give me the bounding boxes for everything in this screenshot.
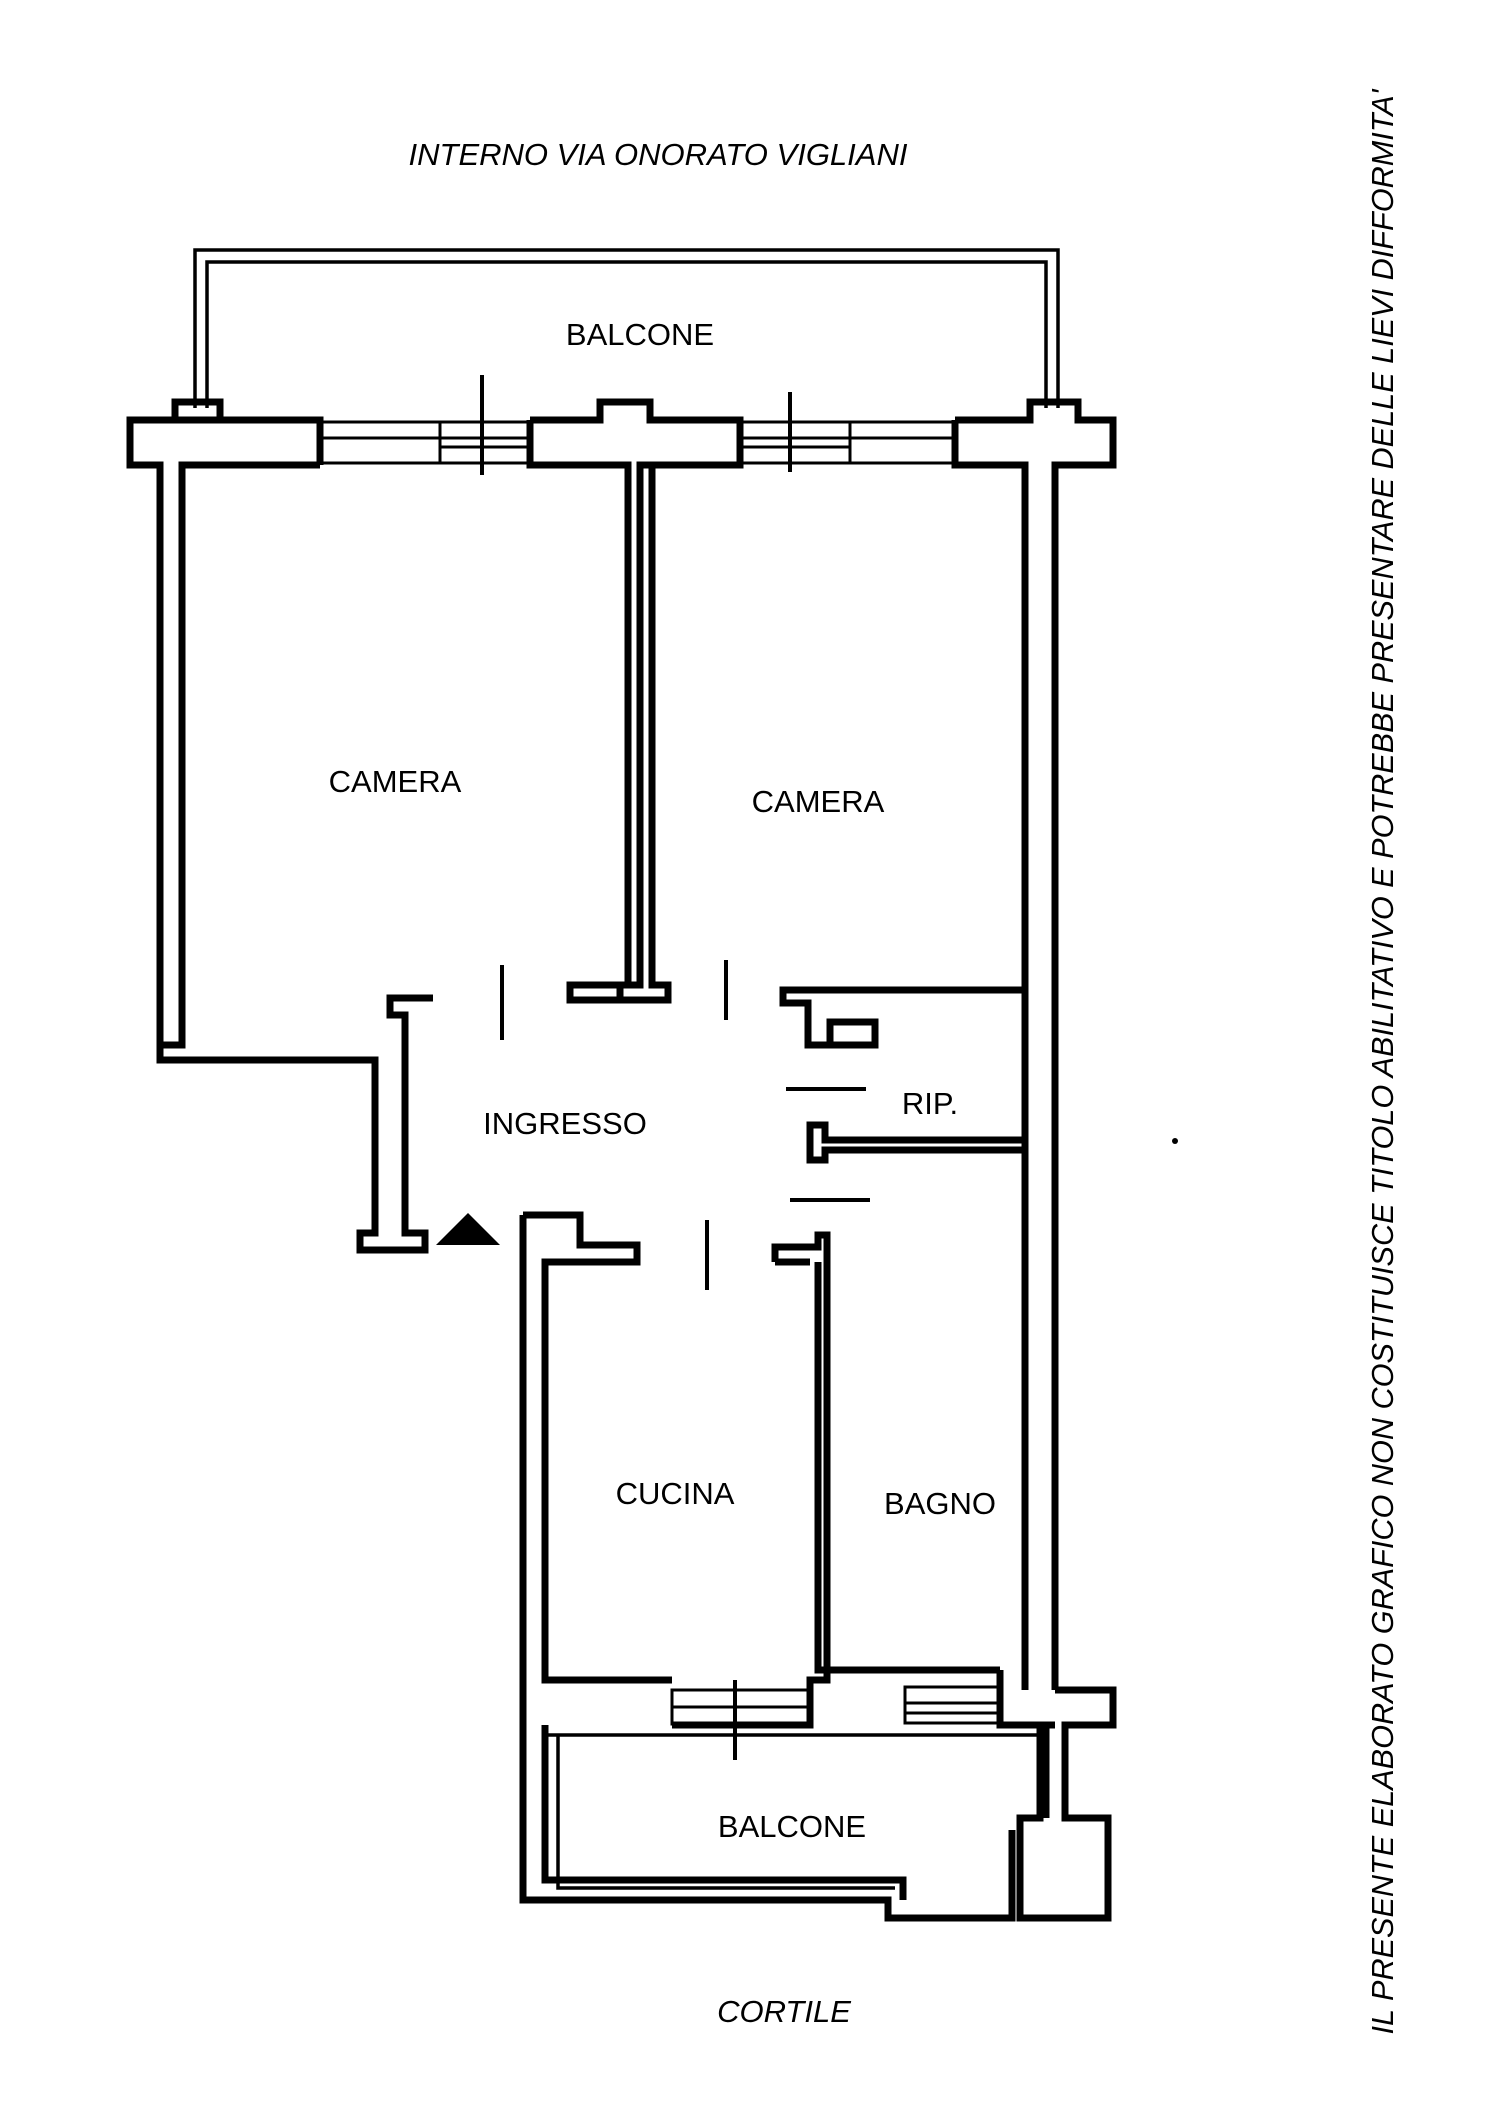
room-label-cucina: CUCINA [616,1476,735,1511]
dot-mark [1172,1138,1178,1144]
room-label-camera-right: CAMERA [752,784,885,819]
room-label-balcone-top: BALCONE [566,317,714,352]
room-label-camera-left: CAMERA [329,764,462,799]
window-bottom-left [670,1680,812,1760]
room-label-rip: RIP. [902,1086,958,1121]
entrance-arrow-icon [436,1213,500,1245]
lower-walls [519,1211,1117,1922]
window-bottom-right [903,1685,1002,1725]
room-label-bagno: BAGNO [884,1486,996,1521]
top-street-label: INTERNO VIA ONORATO VIGLIANI [409,137,908,172]
window-top-right [738,392,957,472]
disclaimer-vertical: IL PRESENTE ELABORATO GRAFICO NON COSTIT… [1365,88,1400,2034]
balcone-bottom-railing [545,1733,1042,1890]
bottom-courtyard-label: CORTILE [717,1994,851,2029]
window-top-left [318,375,532,475]
door-marks [500,960,870,1290]
room-label-balcone-bottom: BALCONE [718,1809,866,1844]
balcone-top-railing [193,248,1060,408]
wall-right [806,465,1059,1690]
room-label-ingresso: INGRESSO [483,1106,647,1141]
